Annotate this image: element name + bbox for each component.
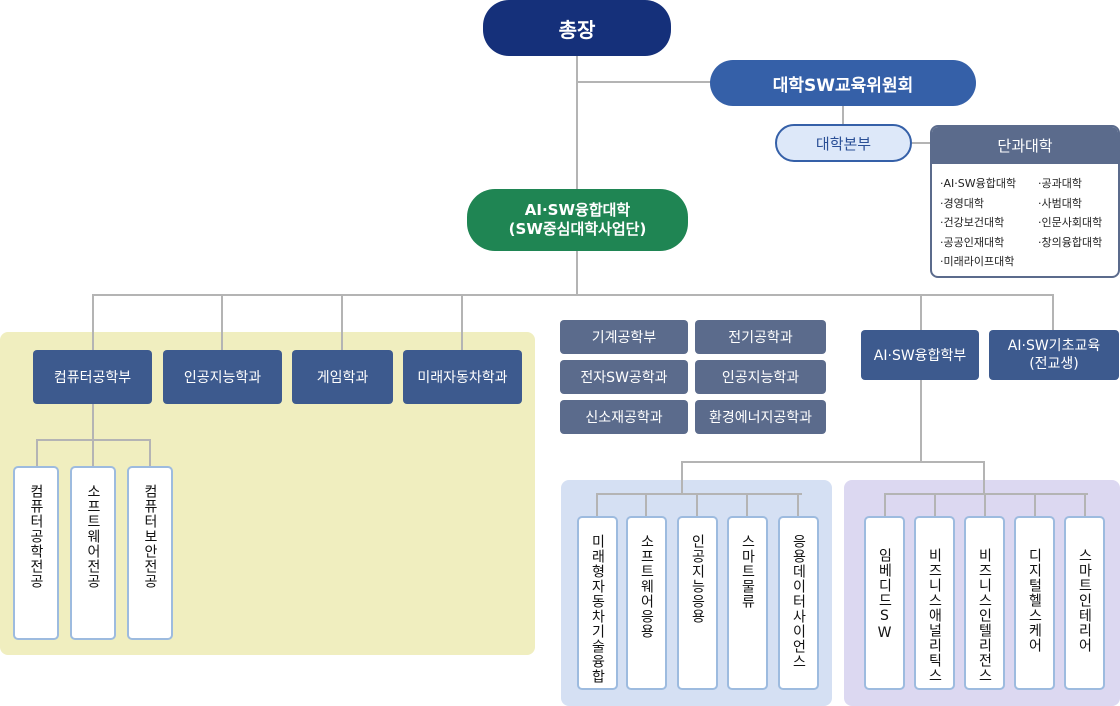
track-node-label: 스마트물류 bbox=[739, 534, 756, 609]
aisw-school-node: AI·SW융합학부 bbox=[861, 330, 979, 380]
department-node: 컴퓨터공학부 bbox=[33, 350, 152, 404]
aisw-school-label: AI·SW융합학부 bbox=[873, 348, 967, 364]
aisw-basic-sublabel: (전교생) bbox=[1029, 356, 1079, 372]
cs-major-node: 컴퓨터보안전공 bbox=[127, 466, 173, 640]
department-node: 인공지능학과 bbox=[163, 350, 282, 404]
department-node-label: 인공지능학과 bbox=[183, 370, 262, 386]
engineering-dept-node-label: 환경에너지공학과 bbox=[708, 410, 813, 426]
track-node-label: 스마트인테리어 bbox=[1076, 548, 1093, 653]
engineering-dept-node: 인공지능학과 bbox=[695, 360, 826, 394]
aisw-basic-label: AI·SW기초교육 bbox=[1007, 338, 1101, 354]
college-item: ·사범대학 bbox=[1038, 196, 1082, 210]
college-item: ·창의융합대학 bbox=[1038, 235, 1103, 249]
hq-label: 대학본부 bbox=[815, 134, 872, 153]
committee-node: 대학SW교육위원회 bbox=[710, 60, 976, 106]
engineering-dept-node: 신소재공학과 bbox=[560, 400, 688, 434]
hq-node: 대학본부 bbox=[775, 124, 912, 162]
track-node-label: 디지털헬스케어 bbox=[1026, 548, 1043, 653]
committee-label: 대학SW교육위원회 bbox=[772, 75, 914, 96]
department-node: 게임학과 bbox=[292, 350, 393, 404]
track-node-label: 응용데이터사이언스 bbox=[790, 534, 807, 669]
track-node-label: 임베디드SW bbox=[876, 548, 893, 642]
department-node-label: 게임학과 bbox=[316, 370, 369, 386]
track-node: 인공지능응용 bbox=[677, 516, 718, 690]
track-node-label: 인공지능응용 bbox=[689, 534, 706, 624]
college-item: ·인문사회대학 bbox=[1038, 216, 1103, 229]
colleges-box: 단과대학 ·AI·SW융합대학 ·공과대학 ·경영대학 ·사범대학 ·건강보건대학 ·인문… bbox=[930, 125, 1120, 278]
cs-major-node-label: 컴퓨터공학전공 bbox=[28, 484, 44, 589]
track-node: 디지털헬스케어 bbox=[1014, 516, 1055, 690]
track-node-label: 비즈니스인텔리전스 bbox=[976, 548, 993, 683]
aisw-basic-node: AI·SW기초교육 (전교생) bbox=[989, 330, 1119, 380]
track-node-label: 미래형자동차기술융합 bbox=[589, 534, 606, 684]
engineering-dept-node: 전기공학과 bbox=[695, 320, 826, 354]
engineering-dept-node: 전자SW공학과 bbox=[560, 360, 688, 394]
cs-major-node-label: 컴퓨터보안전공 bbox=[142, 484, 158, 589]
track-node: 미래형자동차기술융합 bbox=[577, 516, 618, 690]
college-item: ·건강보건대학 bbox=[940, 216, 1005, 229]
track-node-label: 소프트웨어응용 bbox=[638, 534, 655, 639]
engineering-dept-node-label: 기계공학부 bbox=[591, 330, 657, 346]
engineering-dept-node-label: 신소재공학과 bbox=[585, 410, 663, 426]
cs-major-node: 컴퓨터공학전공 bbox=[13, 466, 59, 640]
college-item: ·공공인재대학 bbox=[940, 235, 1005, 249]
cs-major-node-label: 소프트웨어전공 bbox=[85, 484, 101, 589]
college-item: ·AI·SW융합대학 bbox=[940, 177, 1017, 190]
aisw-college-label: AI·SW융합대학 bbox=[524, 201, 631, 219]
engineering-dept-node-label: 전기공학과 bbox=[728, 330, 793, 346]
college-item: ·미래라이프대학 bbox=[940, 255, 1015, 268]
cs-major-node: 소프트웨어전공 bbox=[70, 466, 116, 640]
engineering-dept-node: 기계공학부 bbox=[560, 320, 688, 354]
aisw-college-sublabel: (SW중심대학사업단) bbox=[508, 220, 647, 238]
track-node: 스마트인테리어 bbox=[1064, 516, 1105, 690]
engineering-dept-node-label: 전자SW공학과 bbox=[580, 370, 668, 386]
colleges-title: 단과대학 bbox=[932, 127, 1118, 164]
engineering-dept-node-label: 인공지능학과 bbox=[721, 370, 800, 386]
department-node-label: 컴퓨터공학부 bbox=[53, 370, 132, 386]
track-node: 소프트웨어응용 bbox=[626, 516, 667, 690]
track-node: 스마트물류 bbox=[727, 516, 768, 690]
track-node: 임베디드SW bbox=[864, 516, 905, 690]
aisw-college-node: AI·SW융합대학 (SW중심대학사업단) bbox=[467, 189, 688, 251]
college-item: ·경영대학 bbox=[940, 196, 984, 210]
track-node-label: 비즈니스애널리틱스 bbox=[926, 548, 943, 683]
track-node: 응용데이터사이언스 bbox=[778, 516, 819, 690]
president-label: 총장 bbox=[558, 17, 596, 42]
colleges-list: ·AI·SW융합대학 ·공과대학 ·경영대학 ·사범대학 ·건강보건대학 ·인문사회대학 ·… bbox=[932, 164, 1118, 272]
president-node: 총장 bbox=[483, 0, 671, 56]
department-node-label: 미래자동차학과 bbox=[417, 370, 508, 386]
track-node: 비즈니스인텔리전스 bbox=[964, 516, 1005, 690]
engineering-dept-node: 환경에너지공학과 bbox=[695, 400, 826, 434]
college-item: ·공과대학 bbox=[1038, 177, 1082, 190]
track-node: 비즈니스애널리틱스 bbox=[914, 516, 955, 690]
department-node: 미래자동차학과 bbox=[403, 350, 522, 404]
